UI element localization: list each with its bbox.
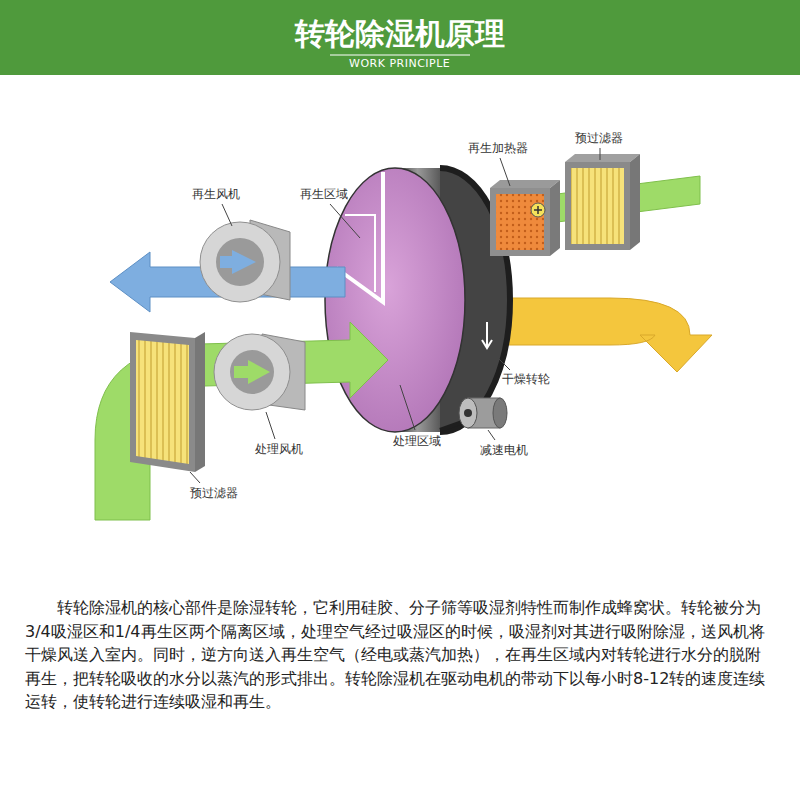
part-label: 干燥转轮 xyxy=(502,372,550,386)
regen-fan xyxy=(200,220,290,302)
subtitle: WORK PRINCIPLE xyxy=(349,57,450,70)
title: 转轮除湿机原理 xyxy=(295,14,505,55)
part-label: 预过滤器 xyxy=(575,131,623,145)
rotation-arrow xyxy=(482,322,492,348)
gear-motor xyxy=(440,398,507,430)
part-label: 处理区域 xyxy=(393,434,441,448)
part-label: 再生区域 xyxy=(300,187,348,201)
part-label: 预过滤器 xyxy=(190,486,238,500)
wheel-face xyxy=(325,168,465,432)
part-label: 再生加热器 xyxy=(468,141,528,155)
regen-heater xyxy=(490,180,560,256)
header-rule xyxy=(330,55,470,56)
caption-text: 转轮除湿机的核心部件是除湿转轮，它利用硅胶、分子筛等吸湿剂特性而制作成蜂窝状。转… xyxy=(25,596,775,714)
leader-lines xyxy=(190,148,600,483)
part-label: 再生风机 xyxy=(192,187,240,201)
part-label: 减速电机 xyxy=(480,443,528,457)
prefilter-top xyxy=(565,154,640,250)
prefilter-bottom xyxy=(130,332,205,472)
part-label: 处理风机 xyxy=(255,442,303,456)
process-air-arrow xyxy=(95,322,388,520)
process-fan xyxy=(214,334,305,410)
